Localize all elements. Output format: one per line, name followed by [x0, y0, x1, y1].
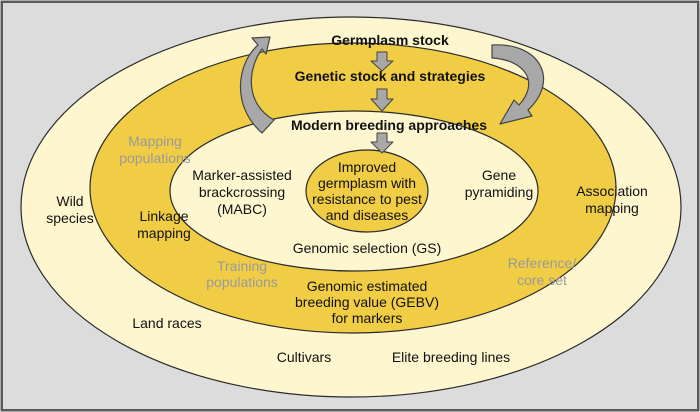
core-line: germplasm with	[318, 175, 416, 191]
curved-arrow-icon	[491, 44, 545, 125]
mapping-populations-line: populations	[119, 150, 191, 166]
linkage-mapping-line: mapping	[137, 225, 191, 241]
down-arrow-icon	[370, 51, 394, 72]
wild-species-label: Wild species	[46, 193, 93, 226]
gebv-line: for markers	[332, 310, 403, 326]
cultivars-label: Cultivars	[277, 349, 331, 365]
elite-breeding-lines-label: Elite breeding lines	[392, 349, 510, 365]
linkage-mapping-label: Linkage mapping	[137, 208, 191, 241]
linkage-mapping-line: Linkage	[139, 208, 188, 224]
reference-core-set-line: core set	[517, 272, 567, 288]
mabc-line: Marker-assisted	[192, 167, 292, 183]
curved-arrow-icon	[239, 36, 275, 134]
down-arrow-icon	[370, 88, 394, 112]
training-populations-line: populations	[206, 274, 278, 290]
heading-modern-breeding: Modern breeding approaches	[291, 117, 487, 133]
land-races-label: Land races	[132, 315, 201, 331]
heading-germplasm-stock: Germplasm stock	[331, 32, 449, 48]
mabc-label: Marker-assisted brackcrossing (MABC)	[192, 167, 292, 217]
core-line: and diseases	[326, 207, 409, 223]
heading-genetic-stock: Genetic stock and strategies	[295, 68, 486, 84]
gebv-line: Genomic estimated	[307, 278, 428, 294]
core-line: Improved	[338, 159, 396, 175]
reference-core-set-label: Reference/ core set	[508, 255, 577, 288]
gebv-line: breeding value (GEBV)	[295, 294, 439, 310]
reference-core-set-line: Reference/	[508, 255, 577, 271]
gene-pyramiding-label: Gene pyramiding	[465, 167, 533, 200]
gebv-label: Genomic estimated breeding value (GEBV) …	[295, 278, 439, 326]
gene-pyramiding-line: pyramiding	[465, 184, 533, 200]
mabc-line: brackcrossing	[199, 184, 285, 200]
mapping-populations-label: Mapping populations	[119, 133, 191, 166]
training-populations-label: Training populations	[206, 258, 278, 290]
association-mapping-line: mapping	[585, 200, 639, 216]
mapping-populations-line: Mapping	[128, 133, 182, 149]
core-line: resistance to pest	[312, 191, 422, 207]
wild-species-line: species	[46, 210, 93, 226]
wild-species-line: Wild	[56, 193, 83, 209]
mabc-line: (MABC)	[217, 201, 267, 217]
training-populations-line: Training	[217, 258, 267, 274]
gene-pyramiding-line: Gene	[482, 167, 516, 183]
association-mapping-label: Association mapping	[576, 183, 648, 216]
core-label: Improved germplasm with resistance to pe…	[312, 159, 422, 223]
down-arrow-icon	[370, 132, 394, 154]
genomic-selection-label: Genomic selection (GS)	[293, 240, 442, 256]
improved-germplasm-core	[305, 149, 429, 233]
association-mapping-line: Association	[576, 183, 648, 199]
